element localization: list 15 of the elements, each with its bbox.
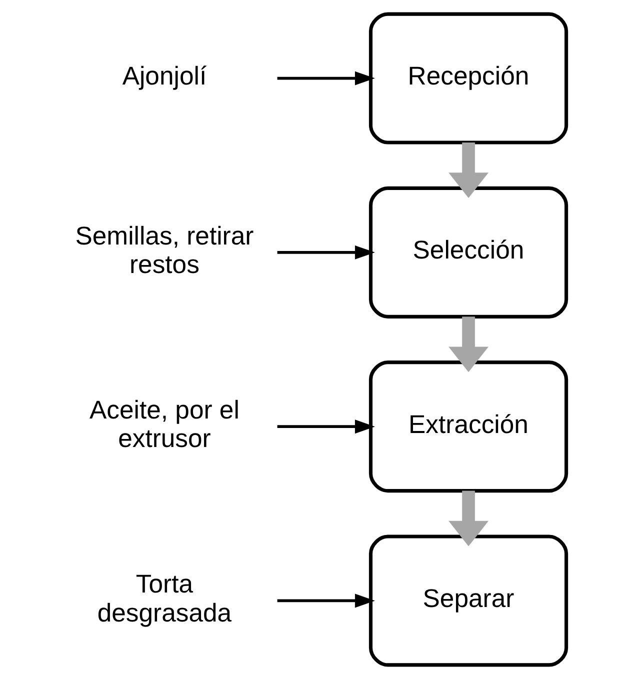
arrow	[276, 71, 374, 86]
node-box: Extracción	[368, 360, 568, 493]
node-box: Separar	[368, 534, 568, 667]
arrow	[448, 142, 488, 198]
arrow	[448, 490, 488, 546]
node-box: Selección	[368, 186, 568, 318]
arrow	[276, 245, 374, 260]
node-box: Recepción	[368, 12, 568, 144]
node-text: Torta desgrasada	[96, 570, 232, 628]
node-text: Aceite, por el extrusor	[89, 396, 239, 454]
arrow	[448, 316, 488, 372]
arrow	[276, 420, 374, 434]
node-text: Ajonjolí	[122, 62, 206, 91]
arrow	[276, 594, 374, 608]
node-text: Semillas, retirar restos	[74, 222, 254, 279]
